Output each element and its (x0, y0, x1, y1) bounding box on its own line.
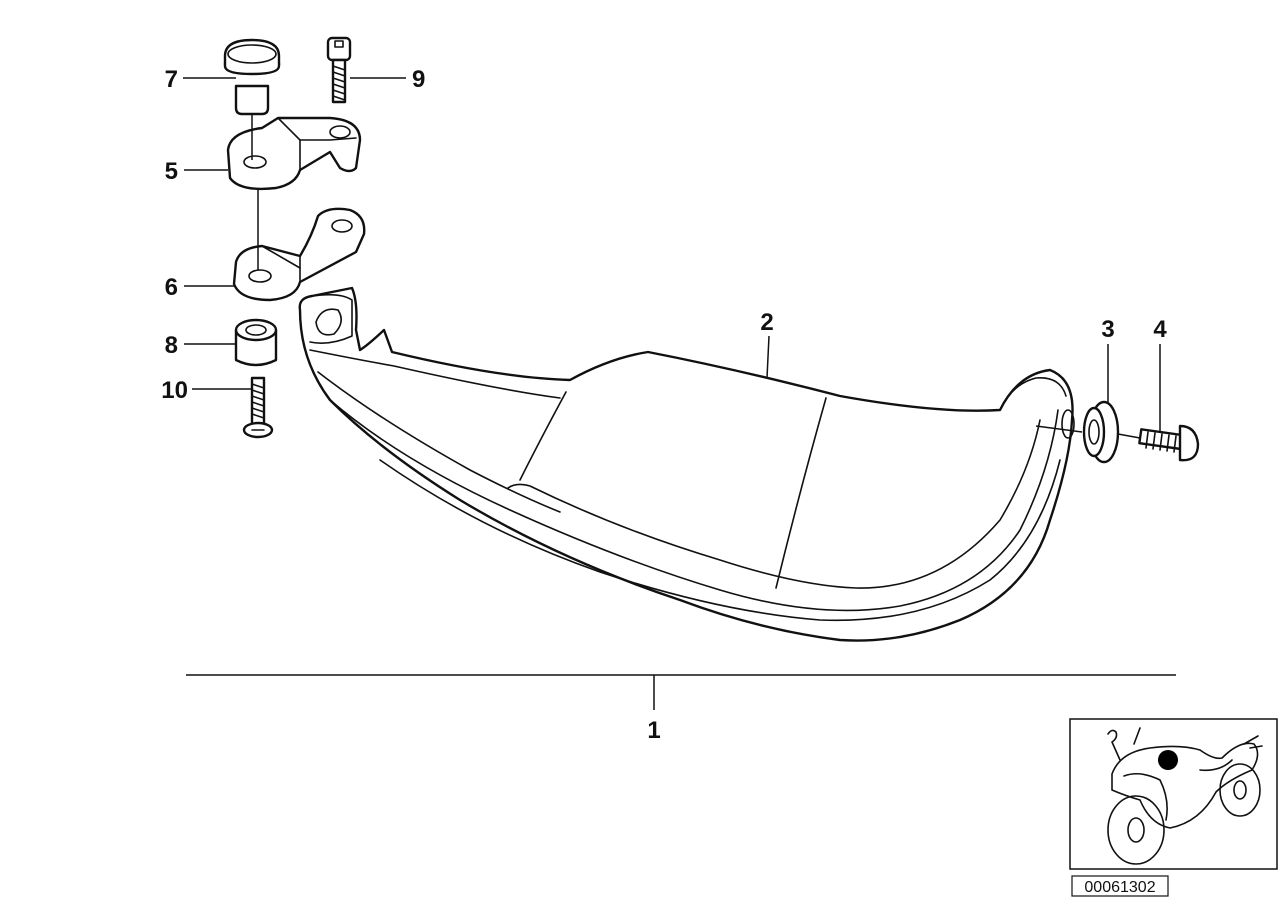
part-10-screw (242, 376, 274, 439)
part-9-screw (326, 36, 352, 104)
location-marker (1158, 750, 1178, 770)
callout-5: 5 (165, 158, 178, 185)
callout-9: 9 (412, 66, 425, 93)
callout-1: 1 (647, 717, 660, 744)
part-2-hand-guard (298, 286, 1075, 642)
part-7-cap (223, 38, 281, 116)
part-3-grommet (1082, 400, 1120, 464)
part-6-lower-clamp (232, 207, 366, 302)
part-8-spacer (234, 318, 278, 367)
part-4-bolt (1138, 424, 1200, 462)
callout-6: 6 (165, 274, 178, 301)
callouts: 7 9 5 6 8 10 2 3 4 1 (161, 66, 1167, 744)
reference-number: 00061302 (1084, 879, 1155, 896)
callout-7: 7 (165, 66, 178, 93)
locator-thumbnail (1069, 718, 1278, 870)
callout-3: 3 (1101, 316, 1114, 343)
callout-10: 10 (161, 377, 188, 404)
leader-lines (183, 77, 1176, 710)
reference-number-box: 00061302 (1071, 875, 1169, 897)
part-5-upper-clamp (226, 116, 362, 191)
callout-8: 8 (165, 332, 178, 359)
callout-2: 2 (760, 309, 773, 336)
callout-4: 4 (1153, 316, 1167, 343)
